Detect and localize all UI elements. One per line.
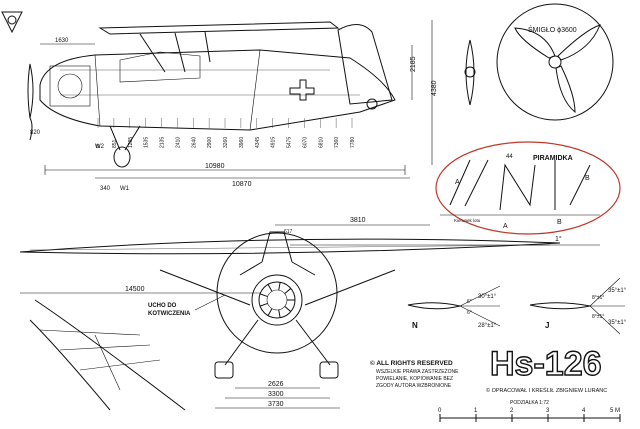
station-label: 3960 xyxy=(239,137,245,148)
cylinder-spoke xyxy=(278,309,281,318)
n-top-angle: 30°±1° xyxy=(478,294,497,300)
n-label: N xyxy=(412,321,418,330)
piramidka-title: PIRAMIDKA xyxy=(533,155,573,162)
dim-track-b: 3300 xyxy=(268,391,284,398)
dim-height-total: 4380 xyxy=(431,80,438,96)
station-label: 7780 xyxy=(350,137,356,148)
author-credit: © OPRACOWAŁ I KREŚLIŁ ZBIGNIEW LURANC xyxy=(486,386,607,394)
cylinder-spoke xyxy=(278,282,281,291)
frame-stations: Ø 851 1285 1535 2135 2410 2640 2900 3260 3960 4345… xyxy=(96,118,356,148)
scale-tick-label: 4 xyxy=(582,408,586,414)
dim-nose-offset: 1630 xyxy=(55,38,69,44)
scale-tick-label: 3 xyxy=(546,408,550,414)
dim-track-c: 3730 xyxy=(268,401,284,408)
cylinder-spoke xyxy=(267,308,273,316)
model-title: Hs-126 xyxy=(490,345,602,383)
j-top-angle: 35°±1° xyxy=(608,288,627,294)
cylinder-spoke xyxy=(259,293,268,298)
propeller-view: ŚMIGŁO ϕ3600 xyxy=(464,3,614,121)
scale-tick-label: 5 M xyxy=(610,408,620,414)
station-label: 2900 xyxy=(207,137,213,148)
station-label: 3260 xyxy=(223,137,229,148)
dim-fuselage-width: 14500 xyxy=(125,286,145,293)
mooring-label: UCHO DO KOTWICZENIA xyxy=(148,303,191,317)
piramidka-mark-a2: A xyxy=(503,223,508,230)
wheel-label-w2: W2 xyxy=(95,144,105,150)
scale-tick-label: 0 xyxy=(438,408,442,414)
scale-tick-label: 2 xyxy=(510,408,514,414)
dim-wing-root: 617 xyxy=(284,229,293,235)
n-angle-b: 6° xyxy=(467,310,472,316)
title-block: © ALL RIGHTS RESERVED WSZELKIE PRAWA ZAS… xyxy=(370,344,621,422)
station-label: 2640 xyxy=(191,137,197,148)
dim-height-wing: 2185 xyxy=(410,56,417,72)
station-label: 6810 xyxy=(318,137,324,148)
j-angle-b: 8°±1° xyxy=(592,314,604,320)
station-label: 2135 xyxy=(160,137,166,148)
scale-tick-label: 1 xyxy=(474,408,478,414)
side-view: 10980 10870 2185 4380 1630 820 340 W2 W1… xyxy=(27,20,438,192)
dim-span-fuselage: 10870 xyxy=(232,181,252,188)
dim-station-a: 820 xyxy=(30,130,41,136)
piramidka-mark-b2: B xyxy=(557,219,562,226)
station-label: 5475 xyxy=(287,137,293,148)
cylinder-spoke xyxy=(284,288,292,294)
cylinder-spoke xyxy=(259,302,268,307)
dim-dihedral: 1° xyxy=(555,235,562,243)
j-label: J xyxy=(545,321,549,330)
scale-label: PODZIAŁKA 1:72 xyxy=(510,400,549,406)
station-label: 851 xyxy=(112,139,118,148)
rights-line-3: ZGODY AUTORA WZBRONIONE xyxy=(376,383,452,389)
incidence-view-n: 30°±1° 28°±1° 6° 6° N xyxy=(407,285,501,330)
rights-line-2: POWIELANIE, KOPIOWANIE BEZ xyxy=(376,376,453,382)
station-label: 4345 xyxy=(255,137,261,148)
station-label: 2410 xyxy=(175,137,181,148)
station-label: 7360 xyxy=(334,137,340,148)
wheel-label-w1: W1 xyxy=(120,186,130,192)
piramidka-detail: PIRAMIDKA 44 A B A B Kierunek lotu xyxy=(435,141,621,235)
station-label: 1535 xyxy=(144,137,150,148)
station-label: Ø xyxy=(96,144,102,148)
dim-station-b: 340 xyxy=(100,186,111,192)
piramidka-mark-a: A xyxy=(455,179,460,186)
propeller-label: ŚMIGŁO ϕ3600 xyxy=(528,25,577,34)
j-angle-a: 8°±1° xyxy=(592,295,604,301)
station-label: 6070 xyxy=(302,137,308,148)
rights-line-1: WSZELKIE PRAWA ZASTRZEŻONE xyxy=(376,368,459,375)
station-label: 1285 xyxy=(128,137,134,148)
cylinder-spoke xyxy=(267,284,273,292)
piramidka-mark-b: B xyxy=(585,175,590,182)
rights-notice: © ALL RIGHTS RESERVED xyxy=(370,359,453,367)
projection-symbol-icon xyxy=(1,11,23,34)
dim-track-a: 2626 xyxy=(268,381,284,388)
engine-cylinders xyxy=(259,282,295,318)
piramidka-note: Kierunek lotu xyxy=(454,218,481,223)
dim-wing-half-span: 3810 xyxy=(350,217,366,224)
cylinder-spoke xyxy=(284,306,292,312)
front-view: 1° 3810 617 14500 UCHO DO KOTWICZENIA 26… xyxy=(19,217,600,409)
incidence-view-j: 35°±1° 35°±1° 8°±1° 8°±1° J xyxy=(529,277,627,335)
piramidka-width: 44 xyxy=(506,154,513,160)
scale-bar: 0 1 2 3 4 5 M xyxy=(438,408,621,422)
strut-detail-view xyxy=(29,299,186,411)
n-angle-a: 6° xyxy=(467,299,472,305)
dim-span-total: 10980 xyxy=(205,163,225,170)
j-bottom-angle: 35°±1° xyxy=(608,320,627,326)
station-label: 4915 xyxy=(271,137,277,148)
n-bottom-angle: 28°±1° xyxy=(478,323,497,329)
